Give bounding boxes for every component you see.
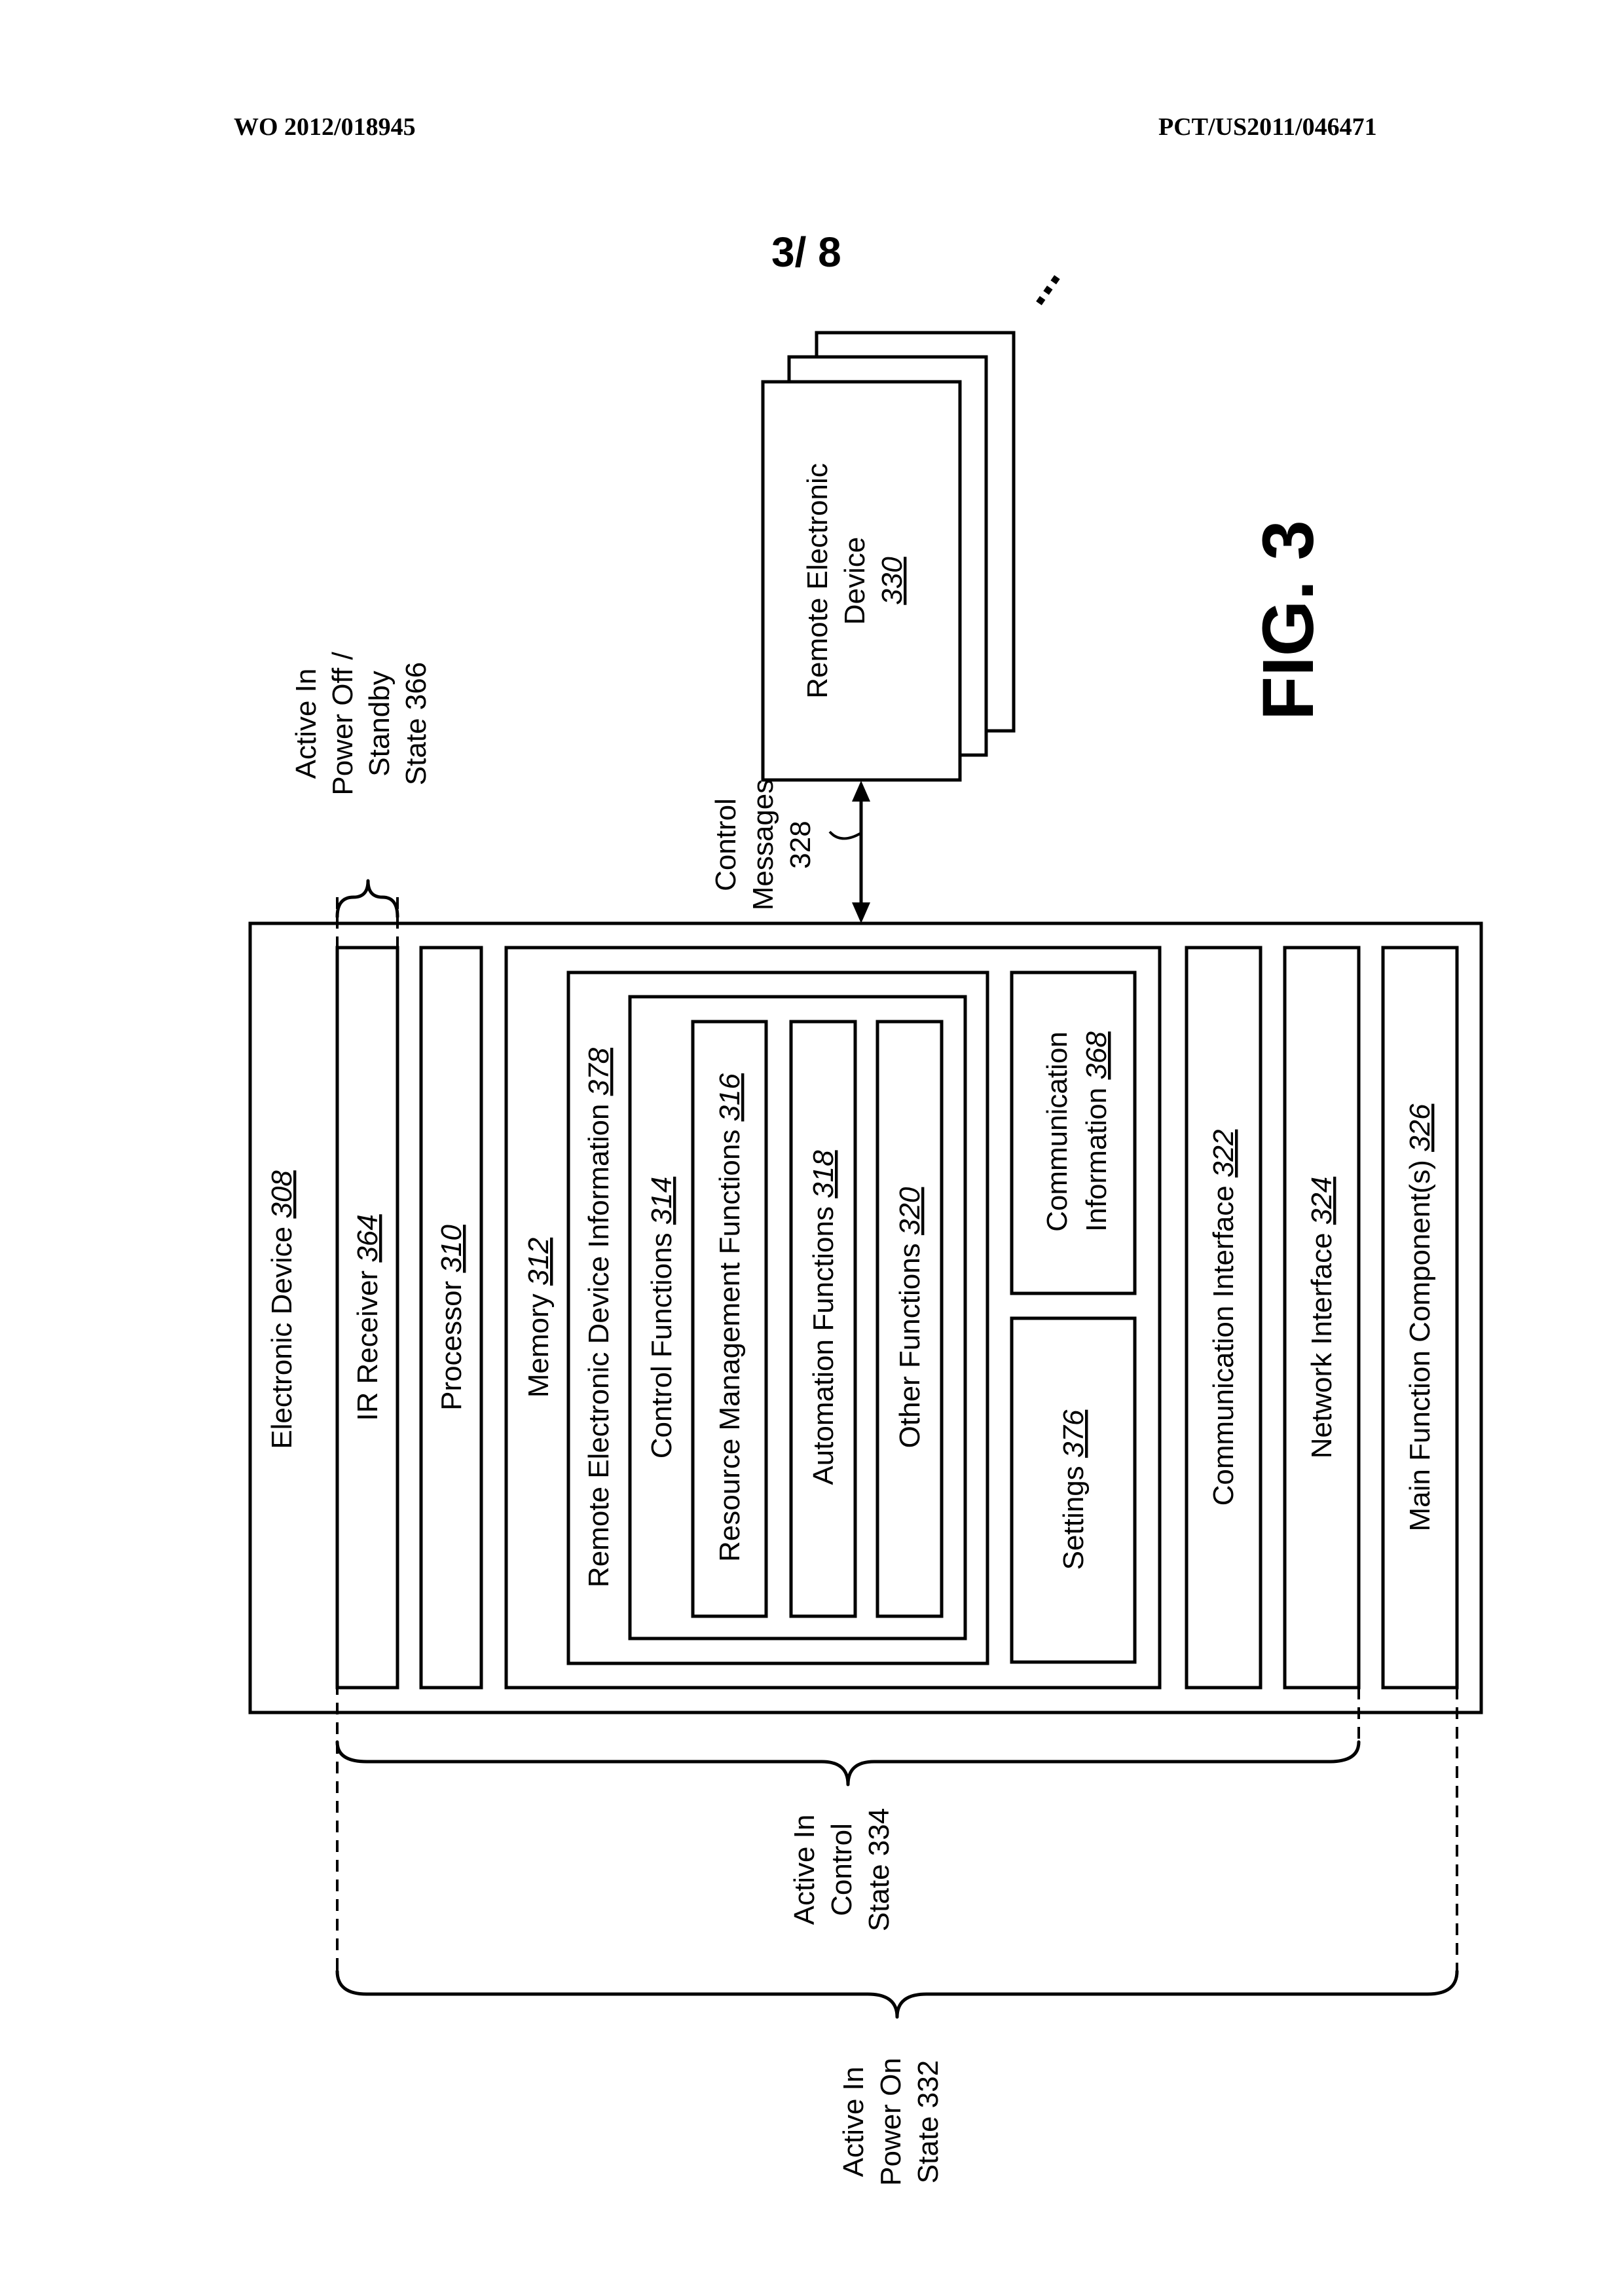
svg-text:Main Function Component(s) 326: Main Function Component(s) 326 <box>1404 1103 1436 1532</box>
standby-state-line2: Power Off / <box>327 652 359 796</box>
electronic-device-ref: 308 <box>266 1170 298 1219</box>
memory-ref: 312 <box>523 1238 555 1286</box>
communication-information-line1: Communication <box>1041 1031 1073 1232</box>
control-state-line2: Control <box>826 1823 858 1916</box>
communication-information-ref: 368 <box>1080 1031 1113 1080</box>
standby-brace <box>337 881 397 917</box>
processor-label: Processor <box>435 1273 468 1411</box>
automation-functions-ref: 318 <box>807 1150 839 1198</box>
control-state-brace <box>337 1742 1359 1785</box>
ir-receiver-label: IR Receiver <box>352 1263 384 1421</box>
power-on-state-line2: Power On <box>875 2058 907 2186</box>
svg-text:Network Interface 324: Network Interface 324 <box>1306 1177 1338 1458</box>
other-functions-ref: 320 <box>894 1187 926 1235</box>
svg-text:IR Receiver 364: IR Receiver 364 <box>352 1214 384 1421</box>
svg-text:Settings 376: Settings 376 <box>1058 1409 1090 1570</box>
svg-text:Information 368: Information 368 <box>1080 1031 1113 1232</box>
control-messages-ref: 328 <box>784 821 817 868</box>
standby-state-line4: State 366 <box>400 662 432 785</box>
svg-text:Remote Electronic Device Infor: Remote Electronic Device Information 378 <box>583 1047 615 1587</box>
resource-management-label: Resource Management Functions <box>714 1121 746 1562</box>
remote-device-info-ref: 378 <box>583 1047 615 1096</box>
main-function-ref: 326 <box>1404 1103 1436 1152</box>
electronic-device-text: Electronic Device <box>266 1219 298 1449</box>
control-messages-arrow <box>830 781 870 923</box>
memory-label: Memory <box>523 1286 555 1398</box>
control-functions-ref: 314 <box>646 1177 678 1225</box>
network-interface-label: Network Interface <box>1306 1225 1338 1458</box>
electronic-device-label: Electronic Device 308 <box>266 1170 298 1449</box>
other-functions-label: Other Functions <box>894 1235 926 1448</box>
electronic-device-box <box>250 923 1481 1713</box>
resource-management-ref: 316 <box>714 1073 746 1121</box>
network-interface-ref: 324 <box>1306 1177 1338 1225</box>
remote-device-info-label: Remote Electronic Device Information <box>583 1096 615 1587</box>
settings-ref: 376 <box>1058 1409 1090 1458</box>
svg-text:Control Functions 314: Control Functions 314 <box>646 1177 678 1458</box>
communication-information-line2: Information <box>1080 1080 1113 1232</box>
settings-label: Settings <box>1058 1458 1090 1570</box>
svg-text:Resource Management Functions: Resource Management Functions 316 <box>714 1073 746 1562</box>
remote-device-ref: 330 <box>876 557 908 605</box>
power-on-state-brace <box>337 1971 1457 2017</box>
remote-device-stack: Remote Electronic Device 330 <box>763 333 1014 780</box>
control-messages-label-line2: Messages <box>747 779 779 911</box>
svg-text:Automation Functions 318: Automation Functions 318 <box>807 1150 839 1485</box>
svg-text:Other Functions 320: Other Functions 320 <box>894 1187 926 1448</box>
control-state-line1: Active In <box>788 1815 820 1925</box>
control-functions-label: Control Functions <box>646 1225 678 1458</box>
power-on-state-line1: Active In <box>838 2067 870 2177</box>
ellipsis-more-devices: ... <box>1006 253 1069 314</box>
standby-state-line1: Active In <box>290 669 322 779</box>
main-function-label: Main Function Component(s) <box>1404 1152 1436 1532</box>
ir-receiver-ref: 364 <box>352 1214 384 1262</box>
processor-ref: 310 <box>435 1225 468 1273</box>
standby-state-line3: Standby <box>363 671 396 776</box>
figure-label: FIG. 3 <box>1248 520 1329 720</box>
control-messages-label-line1: Control <box>710 798 742 891</box>
communication-information-box <box>1012 972 1135 1293</box>
control-state-line3: State 334 <box>863 1808 895 1931</box>
automation-functions-label: Automation Functions <box>807 1198 839 1485</box>
remote-device-label-line1: Remote Electronic <box>802 463 834 698</box>
remote-device-label-line2: Device <box>839 537 871 625</box>
svg-text:Processor 310: Processor 310 <box>435 1225 468 1411</box>
communication-interface-ref: 322 <box>1207 1130 1240 1177</box>
power-on-state-line3: State 332 <box>912 2060 944 2183</box>
svg-text:Memory 312: Memory 312 <box>523 1238 555 1398</box>
communication-interface-label: Communication Interface <box>1207 1177 1240 1506</box>
svg-text:Communication Interface 322: Communication Interface 322 <box>1207 1130 1240 1506</box>
